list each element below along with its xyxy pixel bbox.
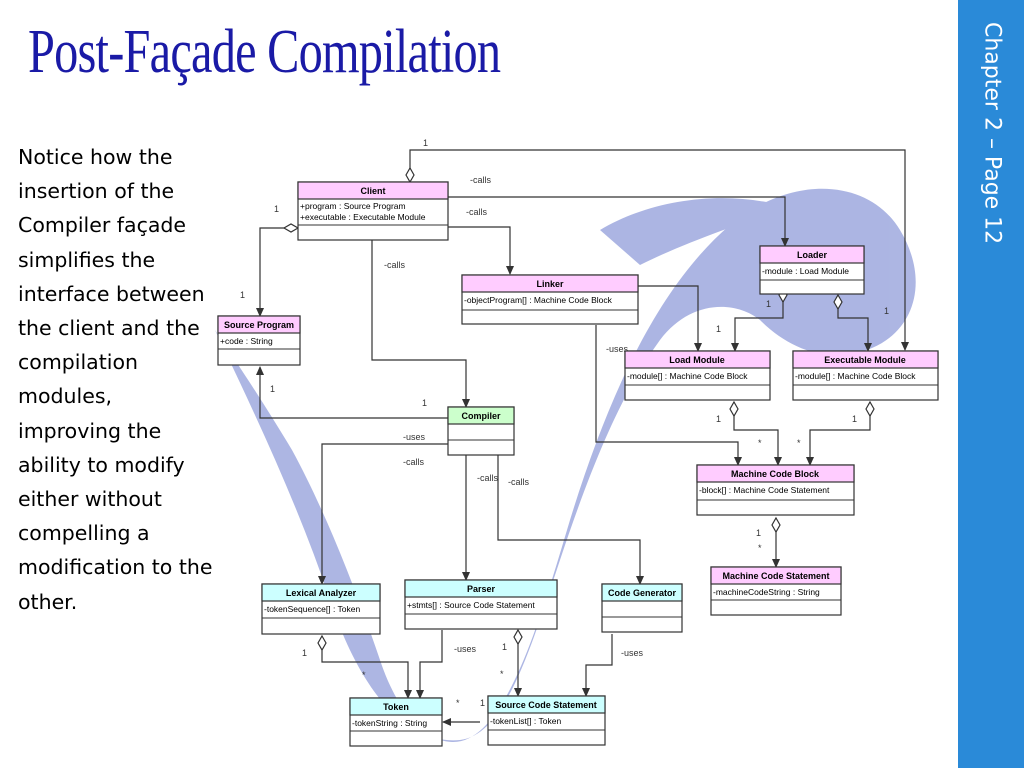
- class-name: Machine Code Block: [731, 469, 820, 479]
- connectors: [256, 149, 909, 726]
- chapter-sidebar: [958, 0, 1024, 768]
- uses-label: -uses: [454, 644, 477, 654]
- uses-label: -uses: [606, 344, 629, 354]
- multiplicity-one: 1: [716, 414, 721, 424]
- class-attribute: +stmts[] : Source Code Statement: [407, 600, 535, 610]
- calls-label: -calls: [403, 457, 425, 467]
- class-name: Loader: [797, 250, 828, 260]
- multiplicity-one: 1: [240, 290, 245, 300]
- multiplicity-one: 1: [423, 138, 428, 148]
- class-parser: Parser +stmts[] : Source Code Statement: [404, 579, 558, 630]
- uses-label: -uses: [403, 432, 426, 442]
- class-attribute: -objectProgram[] : Machine Code Block: [464, 295, 613, 305]
- calls-label: -calls: [508, 477, 530, 487]
- class-name: Token: [383, 702, 409, 712]
- uml-class-diagram: -calls -calls -calls -uses -uses -calls …: [215, 138, 939, 747]
- class-attribute: -tokenList[] : Token: [490, 716, 561, 726]
- class-source-code-statement: Source Code Statement -tokenList[] : Tok…: [487, 695, 606, 746]
- class-attribute: +executable : Executable Module: [300, 212, 426, 222]
- notice-text: Notice how the insertion of the Compiler…: [18, 145, 213, 614]
- uses-label: -uses: [621, 648, 644, 658]
- class-executable-module: Executable Module -module[] : Machine Co…: [792, 350, 939, 401]
- multiplicity-one: 1: [274, 204, 279, 214]
- class-attribute: +program : Source Program: [300, 201, 406, 211]
- relationship-labels: -calls -calls -calls -uses -uses -calls …: [384, 175, 644, 658]
- class-attribute: -module : Load Module: [762, 266, 849, 276]
- class-attribute: +code : String: [220, 336, 273, 346]
- class-name: Machine Code Statement: [722, 571, 829, 581]
- class-attribute: -machineCodeString : String: [713, 587, 820, 597]
- class-name: Source Program: [224, 320, 294, 330]
- multiplicity-one: 1: [270, 384, 275, 394]
- class-loader: Loader -module : Load Module: [759, 245, 865, 295]
- class-attribute: -module[] : Machine Code Block: [795, 371, 916, 381]
- multiplicity-one: 1: [756, 528, 761, 538]
- class-name: Client: [360, 186, 385, 196]
- multiplicity-one: 1: [852, 414, 857, 424]
- class-name: Lexical Analyzer: [286, 588, 357, 598]
- background-swoosh: [215, 188, 916, 743]
- class-lexical-analyzer: Lexical Analyzer -tokenSequence[] : Toke…: [261, 583, 381, 635]
- multiplicity-many: *: [758, 438, 762, 448]
- class-attribute: -module[] : Machine Code Block: [627, 371, 748, 381]
- class-attribute: -block[] : Machine Code Statement: [699, 485, 830, 495]
- class-code-generator: Code Generator: [601, 583, 683, 633]
- multiplicity-many: *: [797, 438, 801, 448]
- class-compiler: Compiler: [447, 406, 515, 456]
- multiplicity-one: 1: [302, 648, 307, 658]
- multiplicity-one: 1: [884, 306, 889, 316]
- multiplicity-many: *: [758, 543, 762, 553]
- class-name: Parser: [467, 584, 496, 594]
- class-attribute: -tokenString : String: [352, 718, 427, 728]
- class-token: Token -tokenString : String: [349, 697, 443, 747]
- class-name: Load Module: [669, 355, 725, 365]
- class-load-module: Load Module -module[] : Machine Code Blo…: [624, 350, 771, 401]
- class-name: Code Generator: [608, 588, 677, 598]
- class-client: Client +program : Source Program +execut…: [297, 181, 449, 241]
- class-name: Source Code Statement: [495, 700, 597, 710]
- multiplicity-one: 1: [766, 299, 771, 309]
- class-name: Compiler: [461, 411, 501, 421]
- calls-label: -calls: [466, 207, 488, 217]
- chapter-page-label: Chapter 2 – Page 12: [979, 22, 1005, 245]
- calls-label: -calls: [470, 175, 492, 185]
- class-attribute: -tokenSequence[] : Token: [264, 604, 361, 614]
- class-machine-code-block: Machine Code Block -block[] : Machine Co…: [696, 464, 855, 516]
- class-source-program: Source Program +code : String: [217, 315, 301, 366]
- multiplicity-many: *: [500, 669, 504, 679]
- multiplicity-one: 1: [422, 398, 427, 408]
- class-machine-code-statement: Machine Code Statement -machineCodeStrin…: [710, 566, 842, 616]
- multiplicity-one: 1: [716, 324, 721, 334]
- multiplicity-one: 1: [502, 642, 507, 652]
- class-linker: Linker -objectProgram[] : Machine Code B…: [461, 274, 639, 325]
- multiplicity-labels: 1 1 1 1 1 1 1 1 1 1 * * 1 * 1 * 1 * * 1: [240, 138, 889, 708]
- calls-label: -calls: [384, 260, 406, 270]
- multiplicity-many: *: [456, 698, 460, 708]
- multiplicity-many: *: [362, 670, 366, 680]
- class-name: Executable Module: [824, 355, 906, 365]
- calls-label: -calls: [477, 473, 499, 483]
- slide-title: Post-Façade Compilation: [28, 18, 501, 86]
- multiplicity-one: 1: [480, 698, 485, 708]
- class-name: Linker: [536, 279, 564, 289]
